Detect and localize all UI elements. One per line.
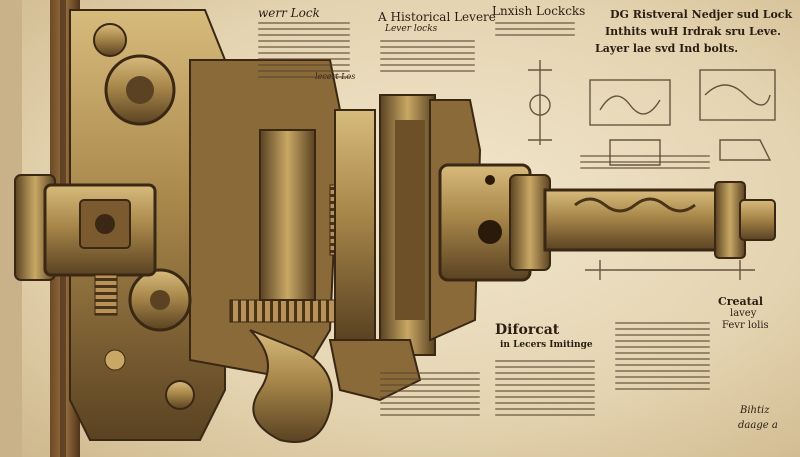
label-lnkish-locks: Lnxish Lockcks <box>492 4 586 18</box>
signature-2: daage a <box>738 420 778 431</box>
label-lavey: lavey <box>730 308 757 319</box>
lever-plate-1 <box>259 129 316 301</box>
label-crecal: Creatal <box>718 295 764 308</box>
text-block-mid-right <box>580 155 710 173</box>
text-block-top-center <box>380 40 475 76</box>
label-wert-lock: werr Lock <box>258 6 320 20</box>
label-lever-locks: Lever locks <box>385 24 438 34</box>
text-block-bottom-center <box>495 360 595 420</box>
title-line-2: Inthits wuH Irdrak sru Leve. <box>605 25 781 38</box>
signature-1: Bihtiz <box>740 405 770 416</box>
text-block-top-left <box>258 22 350 82</box>
bolt-bar <box>543 188 722 252</box>
label-historical-lever: A Historical Levere <box>378 10 496 24</box>
text-block-bottom-left <box>380 372 480 420</box>
label-diforcat: Diforcat <box>495 322 560 338</box>
bolt-tip <box>739 199 776 241</box>
left-margin <box>0 0 22 457</box>
label-fevr-lolis: Fevr lolis <box>722 320 769 331</box>
title-line-3: Layer lae svd Ind bolts. <box>595 42 739 55</box>
text-block-top-right <box>495 22 575 40</box>
scroll-ornament <box>249 329 333 443</box>
label-lecers-imitinge: in Lecers Imitinge <box>500 340 593 350</box>
sketch-drawings <box>528 60 776 280</box>
lever-plate-2 <box>334 109 376 341</box>
title-line-1: DG Ristveral Nedjer sud Lock <box>610 8 793 21</box>
text-block-bottom-right <box>615 322 710 394</box>
